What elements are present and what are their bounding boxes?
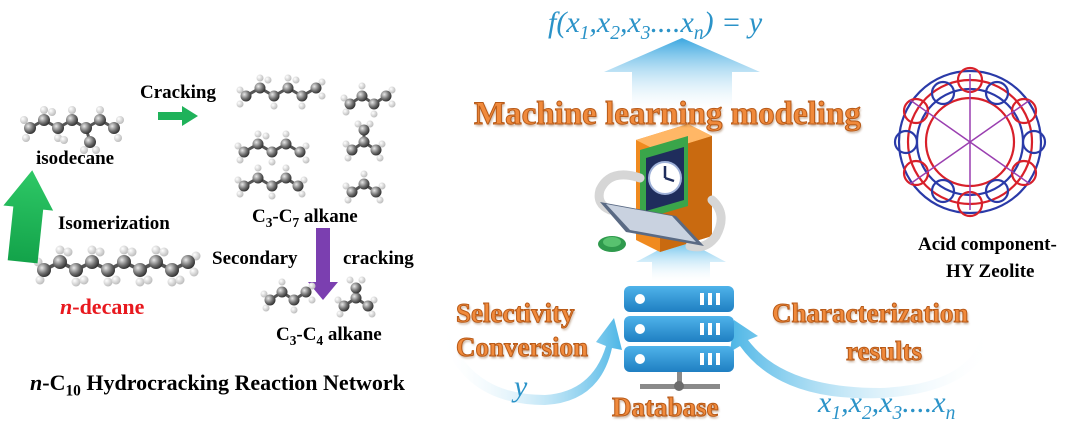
left-curved-arrow-icon xyxy=(440,318,622,405)
butane-product-molecule-icon xyxy=(260,278,316,314)
hy-zeolite-label: HY Zeolite xyxy=(946,261,1035,282)
n-decane-molecule-icon xyxy=(33,245,201,287)
heptane-molecule-icon xyxy=(236,74,326,110)
computer-icon xyxy=(594,124,726,252)
x-variables-label: x1,x2,x3....xn xyxy=(818,386,956,424)
function-label: f(x1,x2,x3....xn) = y xyxy=(548,6,763,44)
cracking-arrow-icon xyxy=(158,106,198,126)
right-curved-arrow-icon xyxy=(730,316,994,399)
y-label: y xyxy=(514,370,528,403)
results-label: results xyxy=(845,336,923,367)
characterization-label: Characterization xyxy=(771,298,969,329)
selectivity-label: Selectivity xyxy=(455,298,575,329)
pentane-molecule-icon xyxy=(234,164,308,200)
isomerization-label: Isomerization xyxy=(58,213,170,234)
isodecane-molecule-icon xyxy=(20,106,124,154)
secondary-cracking-label: cracking xyxy=(343,248,414,269)
database-to-model-arrow-icon xyxy=(636,238,726,282)
c3-c7-alkane-label: C3-C7 alkane xyxy=(252,206,358,230)
c3-c4-alkane-label: C3-C4 alkane xyxy=(276,324,382,348)
isobutane-molecule-icon xyxy=(342,120,386,162)
acid-component-label: Acid component- xyxy=(918,234,1057,255)
secondary-cracking-arrow-icon xyxy=(308,228,338,300)
isobutane-product-molecule-icon xyxy=(334,276,378,318)
conversion-label: Conversion xyxy=(455,332,589,363)
butane-molecule-icon xyxy=(340,82,396,118)
database-server-icon xyxy=(624,286,734,391)
hexane-molecule-icon xyxy=(234,130,310,166)
network-title: n-C10 Hydrocracking Reaction Network xyxy=(30,370,405,400)
cracking-label: Cracking xyxy=(140,82,216,103)
propane-molecule-icon xyxy=(342,170,386,204)
isodecane-label: isodecane xyxy=(36,148,115,169)
ml-modeling-label: Machine learning modeling xyxy=(474,96,862,133)
output-arrow-icon xyxy=(604,38,760,110)
isomerization-arrow-icon xyxy=(3,170,54,264)
secondary-label: Secondary xyxy=(212,248,298,269)
database-label: Database xyxy=(612,392,719,423)
zeolite-framework-icon xyxy=(893,66,1047,218)
n-decane-label: n-decane xyxy=(60,294,145,319)
